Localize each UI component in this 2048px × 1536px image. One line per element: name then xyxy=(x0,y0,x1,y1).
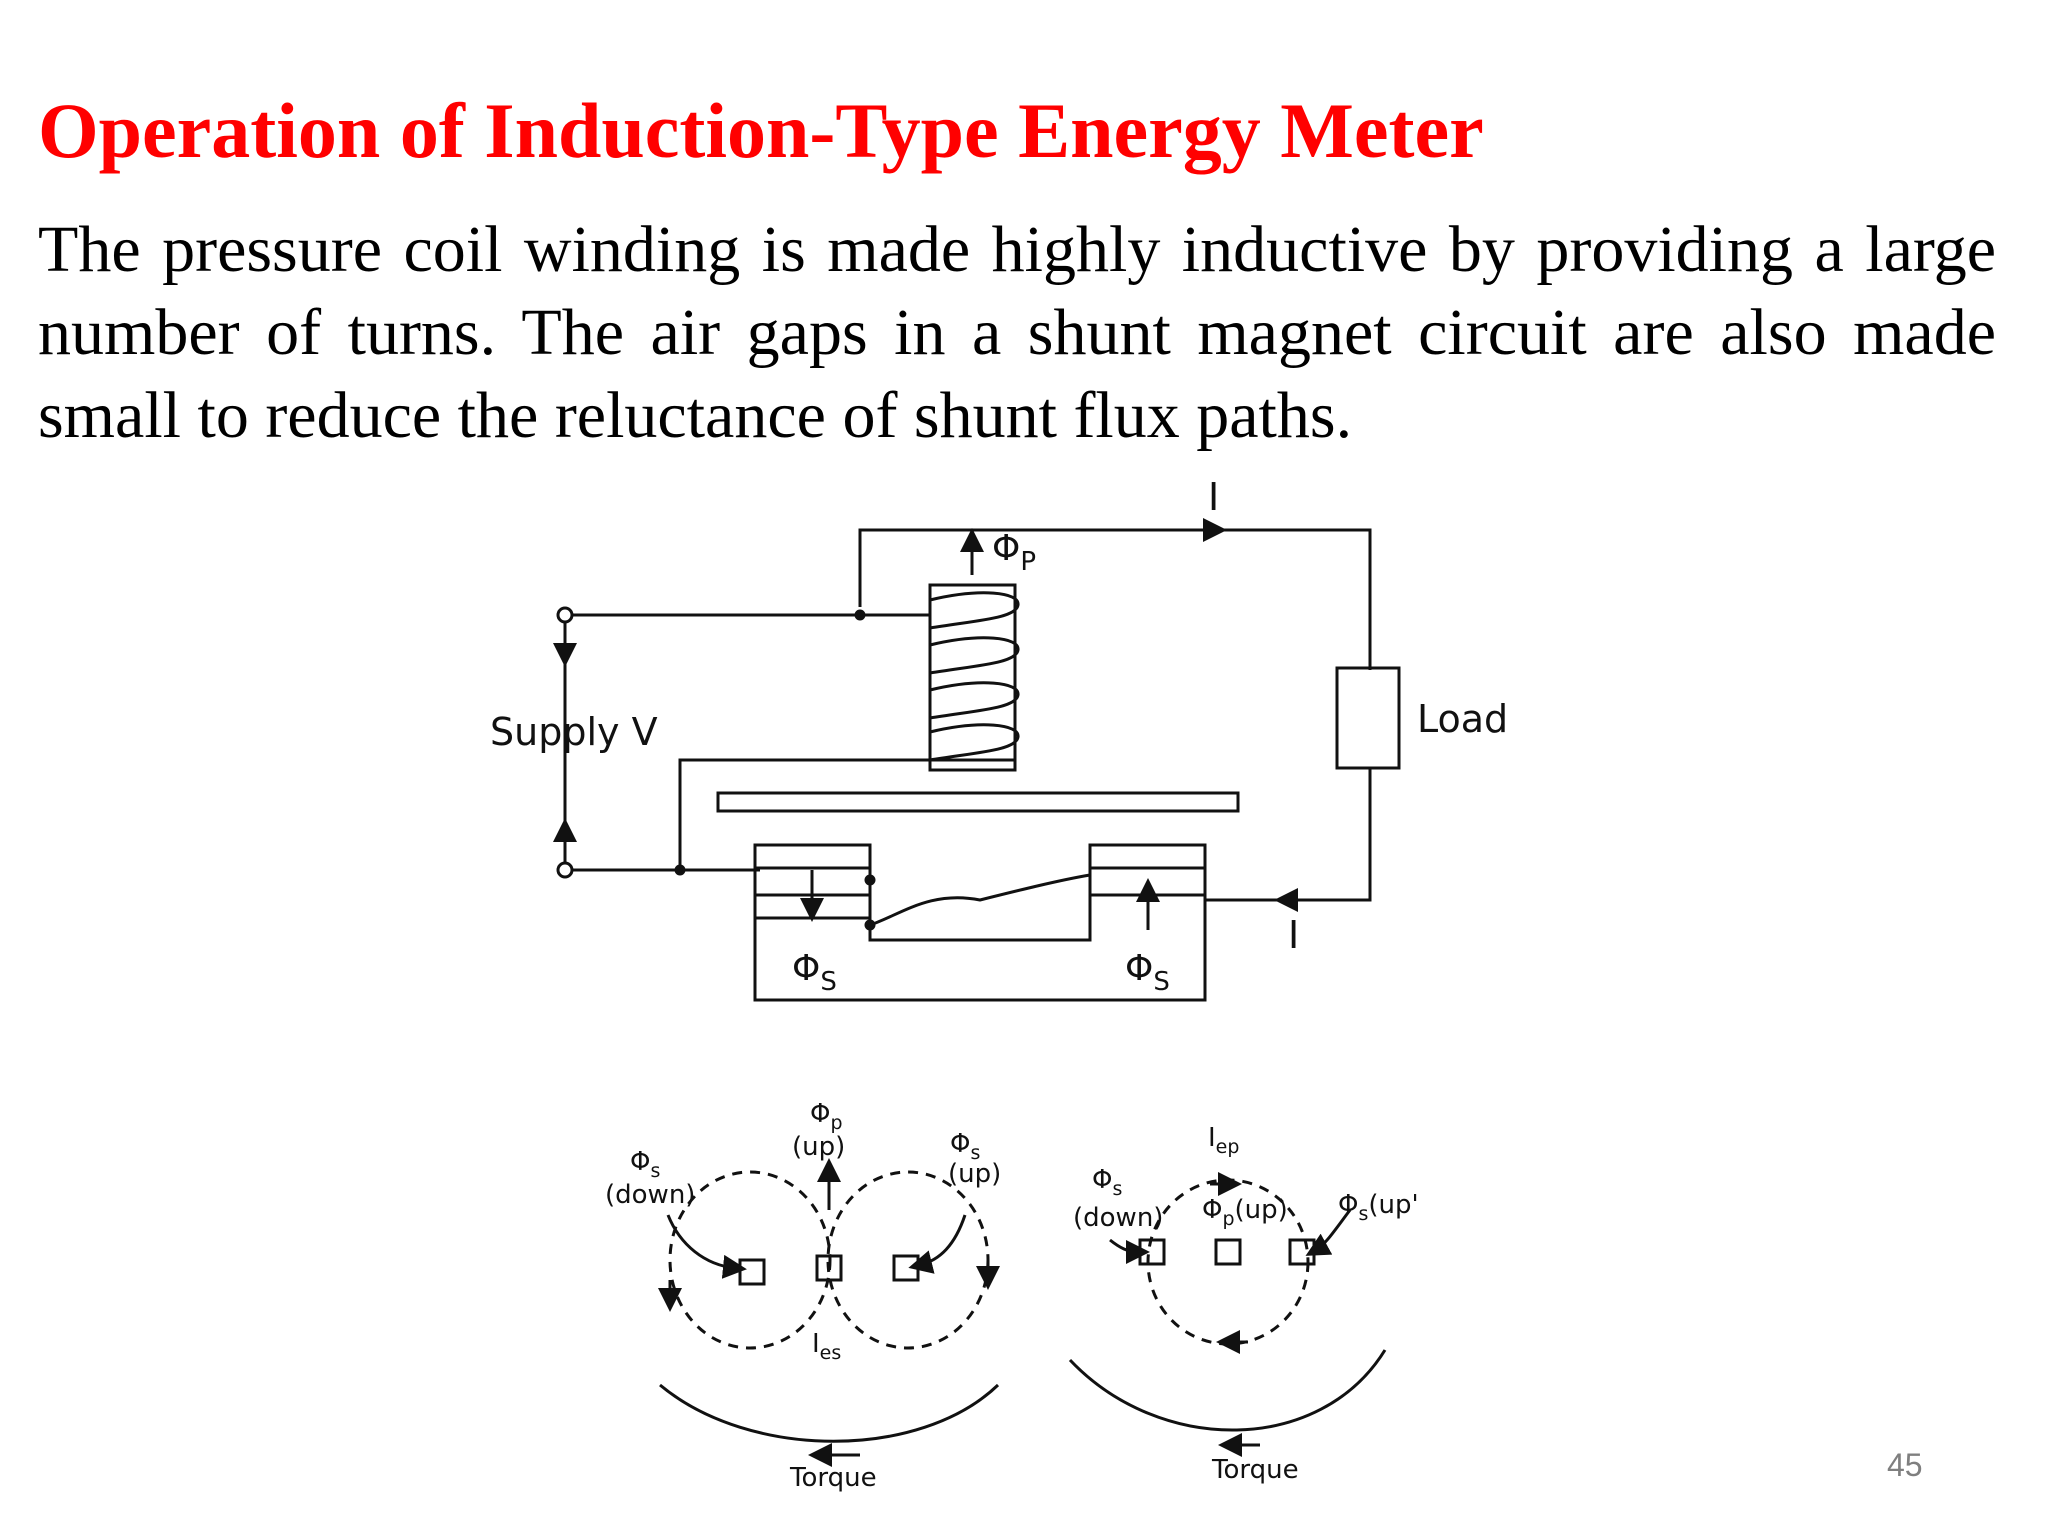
pressure-coil-winding xyxy=(929,591,1020,762)
meter-circuit-diagram xyxy=(553,518,1401,1002)
junction-dot xyxy=(674,864,686,876)
down-label-right: (down) xyxy=(1073,1203,1163,1233)
slide-title: Operation of Induction-Type Energy Meter xyxy=(38,87,1484,174)
phi-s-up-label-left: Φs xyxy=(950,1129,980,1164)
page-number: 45 xyxy=(1887,1447,1923,1483)
eddy-loop-right xyxy=(826,1170,990,1350)
phi-s-down-label-right: Φs xyxy=(1092,1165,1122,1200)
pole-center-right xyxy=(1214,1238,1242,1266)
up2-label-left: (up) xyxy=(948,1159,1001,1189)
phi-p-label: ΦP xyxy=(992,528,1036,577)
iep-label: Iep xyxy=(1208,1123,1239,1158)
down-label-left: (down) xyxy=(605,1180,695,1210)
current-label-bottom: I xyxy=(1288,913,1299,957)
supply-label: Supply V xyxy=(490,710,658,754)
current-label-top: I xyxy=(1208,475,1219,519)
aluminium-disc xyxy=(716,791,1240,813)
supply-terminal-top xyxy=(556,606,574,624)
load-return-wire xyxy=(1205,768,1372,902)
phi-s-up-label-right: Φs(up' xyxy=(1338,1190,1419,1225)
supply-terminal-bottom xyxy=(556,861,574,879)
pole-down-left xyxy=(738,1258,766,1286)
junction-dot xyxy=(854,609,866,621)
load-box xyxy=(1335,666,1401,770)
phi-p-label-left: Φp xyxy=(810,1099,843,1134)
pole-center-left xyxy=(815,1254,843,1282)
energy-meter-figure: I ΦP Supply V Load ΦS ΦS I xyxy=(420,470,1600,1520)
phi-s-left-label: ΦS xyxy=(792,948,837,997)
eddy-labels-right: Iep Φs (down) Φp(up) Φs(up' Torque xyxy=(1073,1123,1419,1485)
pole-up-left xyxy=(892,1254,920,1282)
pole-down-right xyxy=(1138,1238,1166,1266)
load-label: Load xyxy=(1417,697,1508,741)
torque-label-right: Torque xyxy=(1211,1455,1299,1485)
circuit-labels: I ΦP Supply V Load ΦS ΦS I xyxy=(490,475,1508,997)
ies-label: Ies xyxy=(812,1329,841,1364)
disc-arc-right xyxy=(1068,1349,1387,1432)
eddy-loop-left xyxy=(668,1170,832,1350)
slide-body-text: The pressure coil winding is made highly… xyxy=(38,213,1996,452)
phi-p-label-right: Φp(up) xyxy=(1202,1195,1288,1230)
eddy-current-diagram-right xyxy=(1068,1172,1387,1457)
phi-s-down-label-left: Φs xyxy=(630,1147,660,1182)
series-connection xyxy=(869,873,1091,927)
up-label-left: (up) xyxy=(792,1132,845,1162)
pressure-coil-core xyxy=(928,583,1017,772)
disc-arc-left xyxy=(659,1383,1000,1443)
phi-s-right-label: ΦS xyxy=(1125,948,1170,997)
current-coil-wire xyxy=(858,528,1372,670)
eddy-current-diagram-left xyxy=(658,1158,1000,1467)
eddy-labels-left: Φs (down) Φp (up) Φs (up) Ies Torque xyxy=(605,1099,1001,1493)
pole-up-right xyxy=(1288,1238,1316,1266)
torque-label-left: Torque xyxy=(789,1463,877,1493)
